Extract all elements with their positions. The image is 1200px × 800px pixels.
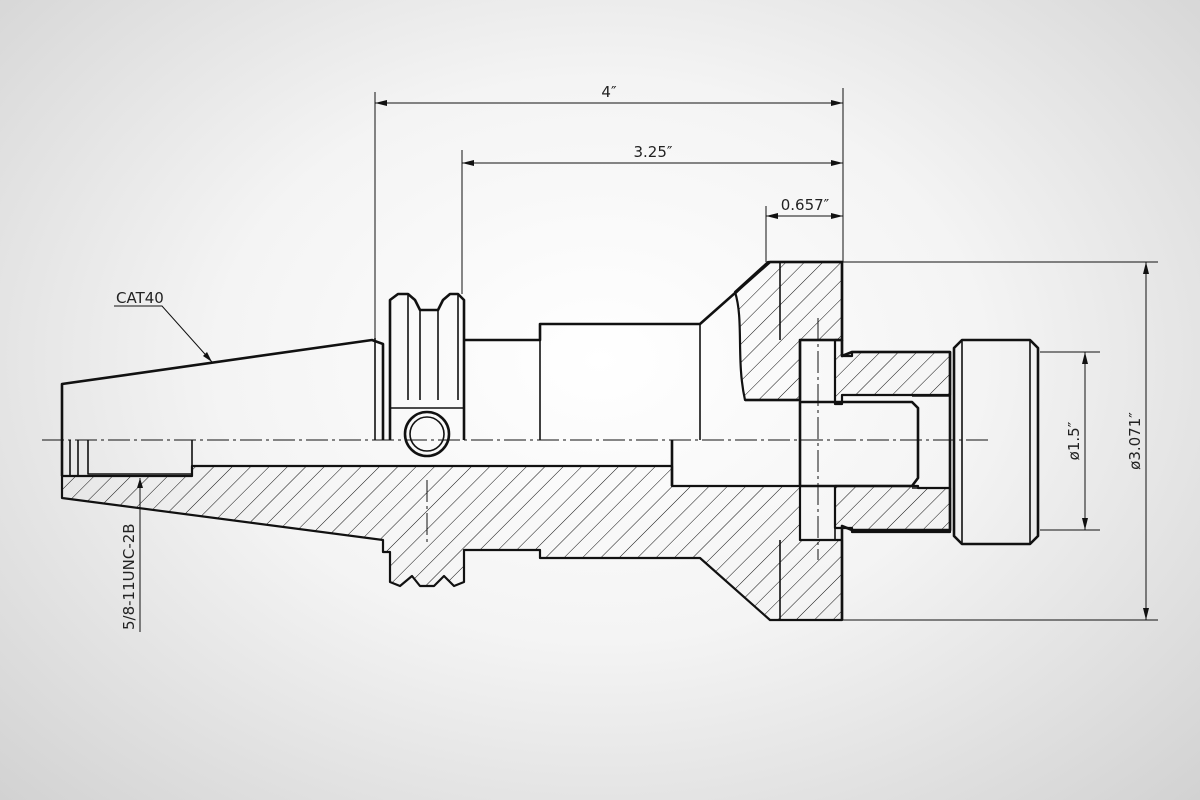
dim-gauge-length-label: 3.25″ bbox=[633, 143, 672, 161]
dim-flange-diameter: ø3.071″ bbox=[1126, 262, 1149, 620]
flange-section-upper bbox=[733, 260, 844, 402]
pilot-section-upper bbox=[833, 338, 952, 406]
taper-label: CAT40 bbox=[116, 289, 164, 307]
internal-bore bbox=[670, 400, 920, 488]
dim-flange-length-label: 0.657″ bbox=[781, 196, 830, 214]
thread-label: 5/8-11UNC-2B bbox=[120, 523, 138, 630]
dim-pilot-diameter: ø1.5″ bbox=[1065, 352, 1088, 530]
pilot-section-lower bbox=[833, 484, 952, 534]
threaded-bore bbox=[69, 440, 193, 476]
pilot-outline bbox=[840, 340, 952, 620]
holder-section-lower bbox=[60, 464, 844, 622]
dim-pilot-diameter-label: ø1.5″ bbox=[1065, 421, 1083, 460]
retention-ball bbox=[403, 410, 451, 458]
dim-flange-diameter-label: ø3.071″ bbox=[1126, 412, 1144, 470]
dim-flange-length: 0.657″ bbox=[766, 196, 843, 219]
thread-callout: 5/8-11UNC-2B bbox=[120, 478, 143, 632]
taper-callout: CAT40 bbox=[114, 289, 213, 363]
lock-nut bbox=[952, 338, 1040, 546]
extension-lines bbox=[374, 88, 1158, 621]
dim-overall-length: 4″ bbox=[375, 83, 843, 106]
v-flange-upper bbox=[388, 292, 466, 440]
drive-slot bbox=[779, 340, 836, 620]
dim-gauge-length: 3.25″ bbox=[462, 143, 843, 166]
taper-outline bbox=[60, 338, 385, 476]
dim-overall-length-label: 4″ bbox=[601, 83, 617, 101]
